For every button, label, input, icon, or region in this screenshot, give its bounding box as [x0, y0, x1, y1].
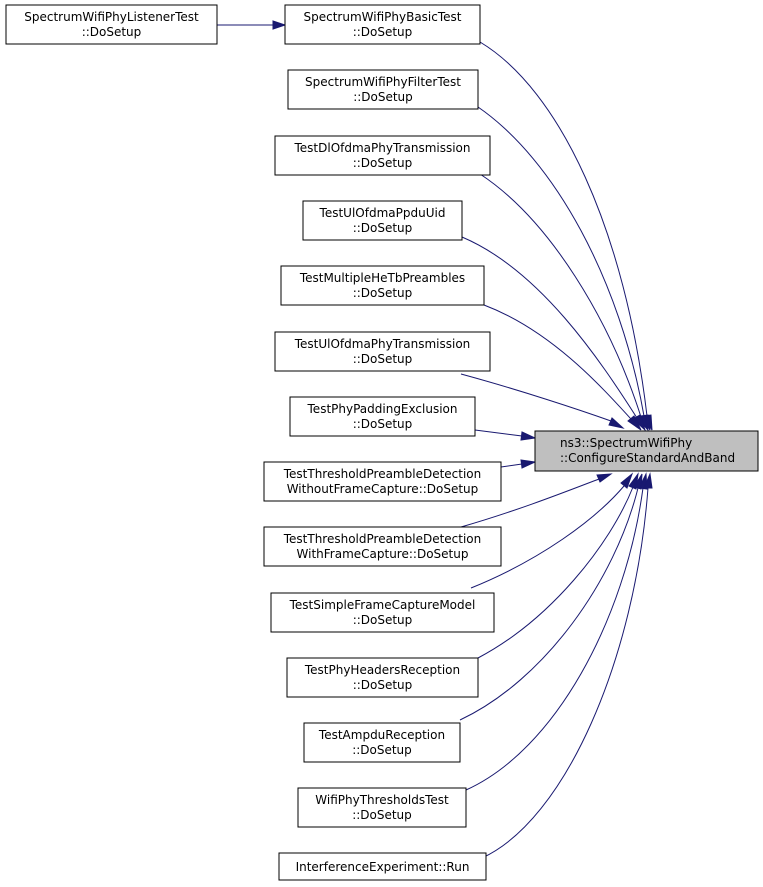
node-basic-test[interactable]: SpectrumWifiPhyBasicTest ::DoSetup [284, 4, 481, 45]
edges [217, 20, 653, 859]
node-label-line2: WithoutFrameCapture::DoSetup [287, 482, 479, 496]
node-label-line1: TestSimpleFrameCaptureModel [289, 598, 476, 612]
edge-headers-to-target [477, 472, 639, 659]
edge-ulofdmappdu-to-target [461, 236, 647, 432]
nodes: ns3::SpectrumWifiPhy ::ConfigureStandard… [5, 4, 759, 881]
node-label-line2: ::DoSetup [353, 678, 413, 692]
node-interference-experiment-run[interactable]: InterferenceExperiment::Run [278, 852, 487, 881]
node-label-line1: InterferenceExperiment::Run [296, 860, 470, 874]
node-label-line1: TestThresholdPreambleDetection [283, 532, 482, 546]
edge-filter-to-target [477, 106, 651, 431]
node-label-line1: TestAmpduReception [318, 728, 445, 742]
edge-ulofdmaphy-to-target [460, 373, 625, 429]
node-label-line1: TestUlOfdmaPhyTransmission [294, 337, 471, 351]
node-listener-test[interactable]: SpectrumWifiPhyListenerTest ::DoSetup [5, 4, 218, 45]
node-label-line2: ::DoSetup [353, 613, 413, 627]
node-multiple-he-tb-preambles[interactable]: TestMultipleHeTbPreambles ::DoSetup [280, 265, 485, 306]
node-label-line1: SpectrumWifiPhyBasicTest [304, 10, 462, 24]
node-label-line2: ::DoSetup [353, 352, 413, 366]
edge-padding-to-target [474, 429, 537, 441]
node-label-line1: TestPhyHeadersReception [304, 663, 460, 677]
node-label-line1: ns3::SpectrumWifiPhy [560, 436, 692, 450]
node-label-line2: ::DoSetup [353, 221, 413, 235]
node-ampdu-reception[interactable]: TestAmpduReception ::DoSetup [303, 722, 461, 763]
node-wifi-phy-thresholds-test[interactable]: WifiPhyThresholdsTest ::DoSetup [297, 787, 467, 828]
node-label-line2: ::DoSetup [353, 90, 413, 104]
node-label-line2: ::DoSetup [352, 743, 412, 757]
edge-listener-to-basic [217, 20, 287, 30]
node-label-line1: TestPhyPaddingExclusion [307, 402, 458, 416]
node-label-line1: WifiPhyThresholdsTest [315, 793, 449, 807]
node-threshold-preamble-with-fc[interactable]: TestThresholdPreambleDetection WithFrame… [263, 526, 502, 567]
edge-withfc-to-target [460, 473, 613, 528]
node-threshold-preamble-without-fc[interactable]: TestThresholdPreambleDetection WithoutFr… [263, 461, 502, 502]
node-dl-ofdma-phy-transmission[interactable]: TestDlOfdmaPhyTransmission ::DoSetup [274, 135, 491, 176]
node-ul-ofdma-phy-transmission[interactable]: TestUlOfdmaPhyTransmission ::DoSetup [274, 331, 491, 372]
edge-simplefc-to-target [470, 472, 634, 589]
node-label-line2: ::ConfigureStandardAndBand [560, 451, 735, 465]
edge-withoutfc-to-target [500, 459, 537, 469]
edge-interference-to-target [481, 472, 653, 859]
node-simple-frame-capture-model[interactable]: TestSimpleFrameCaptureModel ::DoSetup [270, 592, 495, 633]
node-phy-padding-exclusion[interactable]: TestPhyPaddingExclusion ::DoSetup [289, 396, 476, 437]
node-label-line1: TestUlOfdmaPpduUid [319, 206, 446, 220]
node-filter-test[interactable]: SpectrumWifiPhyFilterTest ::DoSetup [287, 69, 479, 110]
node-label-line1: TestThresholdPreambleDetection [283, 467, 482, 481]
edge-multiplehetb-to-target [483, 304, 642, 431]
node-label-line1: SpectrumWifiPhyFilterTest [305, 75, 461, 89]
node-ul-ofdma-ppdu-uid[interactable]: TestUlOfdmaPpduUid ::DoSetup [302, 200, 463, 241]
node-configure-standard-and-band[interactable]: ns3::SpectrumWifiPhy ::ConfigureStandard… [534, 430, 759, 472]
node-label-line2: ::DoSetup [82, 25, 142, 39]
node-label-line2: ::DoSetup [353, 417, 413, 431]
edge-dlofdma-to-target [479, 173, 649, 432]
edge-basic-to-target [479, 41, 653, 431]
node-label-line2: ::DoSetup [352, 808, 412, 822]
node-label-line1: SpectrumWifiPhyListenerTest [24, 10, 199, 24]
node-label-line1: TestDlOfdmaPhyTransmission [294, 141, 471, 155]
node-label-line1: TestMultipleHeTbPreambles [299, 271, 465, 285]
node-label-line2: ::DoSetup [353, 156, 413, 170]
node-label-line2: WithFrameCapture::DoSetup [297, 547, 469, 561]
node-label-line2: ::DoSetup [353, 25, 413, 39]
node-phy-headers-reception[interactable]: TestPhyHeadersReception ::DoSetup [286, 657, 479, 698]
node-label-line2: ::DoSetup [353, 286, 413, 300]
